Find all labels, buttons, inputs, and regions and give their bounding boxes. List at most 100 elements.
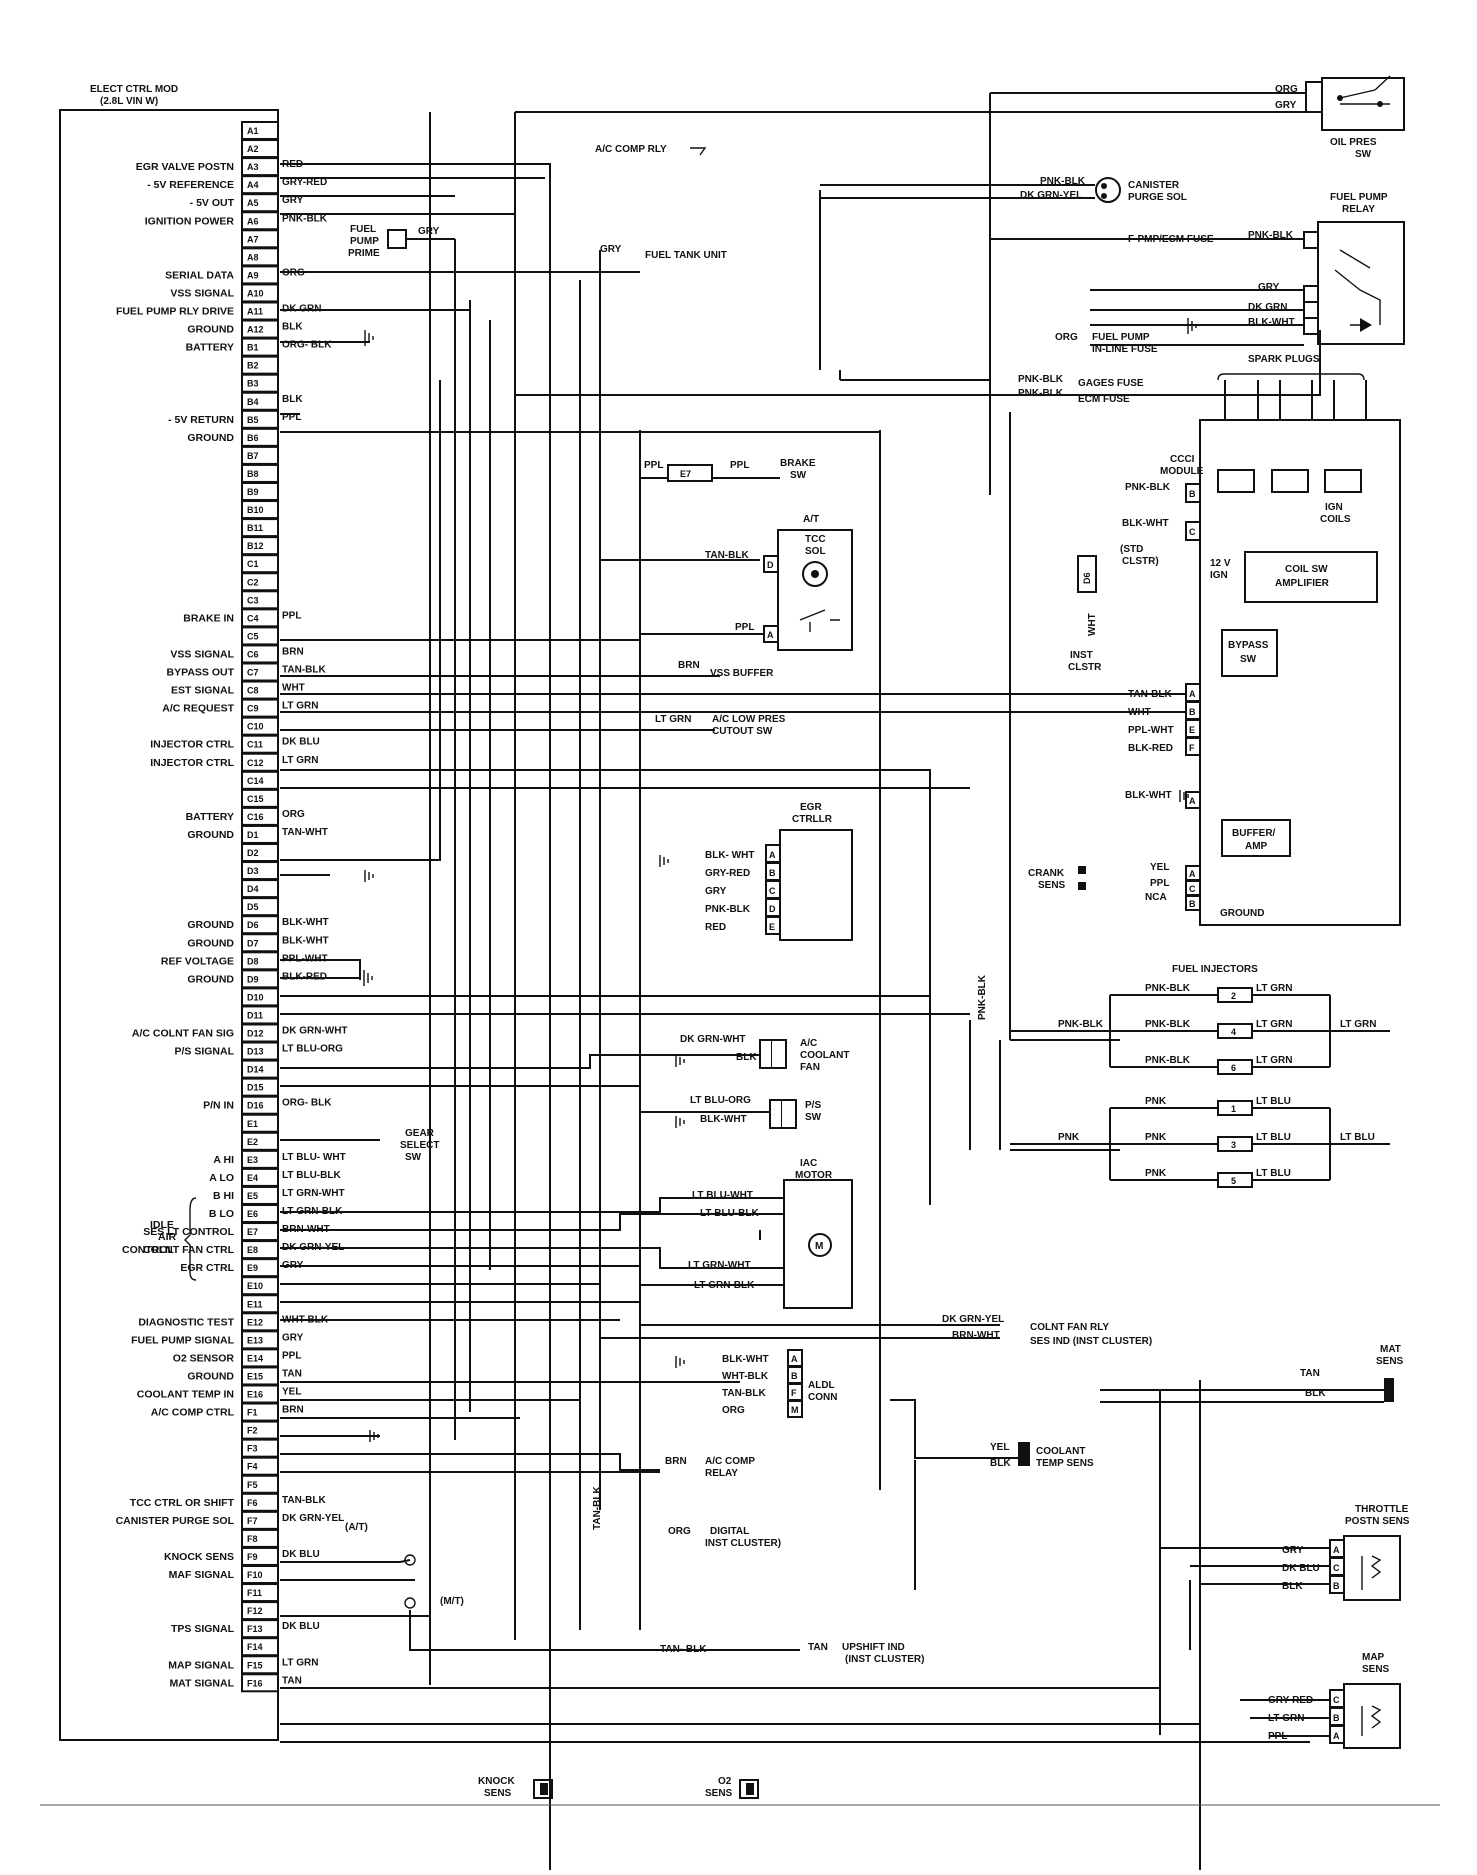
ecm-pin-box-d6 (241, 915, 279, 935)
gear-select-label-3: SW (405, 1152, 422, 1163)
ecm-pin-id: D10 (247, 992, 264, 1002)
map-pin-id: C (1333, 1695, 1340, 1705)
ecm-pin-id: F4 (247, 1462, 258, 1472)
aldl-label-2: CONN (808, 1392, 837, 1403)
ecm-pin-box-a9 (241, 265, 279, 285)
oil-org-wire: ORG (1275, 84, 1298, 95)
ecm-pin-id: D2 (247, 848, 259, 858)
ecm-pin-id: B7 (247, 451, 259, 461)
ecm-pin-label: REF VOLTAGE (161, 955, 234, 967)
ecm-pin-id: B8 (247, 469, 259, 479)
ecm-pin-label: MAF SIGNAL (169, 1569, 235, 1581)
ecm-pin-box-d15 (241, 1077, 279, 1097)
ecm-pin-id: A9 (247, 270, 259, 280)
ecm-pin-box-c16 (241, 806, 279, 826)
injector-feed: PNK-BLK (1145, 983, 1191, 994)
ecm-pin-box-f5 (241, 1474, 279, 1494)
tcc-pin-a: A (767, 630, 774, 640)
inline-fuse-label: FUEL PUMP (1092, 332, 1150, 343)
ps-sw: LT BLU-ORG BLK-WHT P/S SW (690, 1095, 822, 1129)
ccci-module: SPARK PLUGS CCCI MODULE IGN COILS B C PN… (1122, 354, 1401, 926)
ecm-pin-label: MAT SIGNAL (169, 1677, 234, 1689)
ecm-pin-box-a6 (241, 211, 279, 231)
inst-clstr: INST (1070, 650, 1093, 661)
injector-feed: PNK (1145, 1168, 1167, 1179)
ecm-pin-id: E6 (247, 1209, 258, 1219)
ecm-pin-box-f7 (241, 1510, 279, 1530)
ecm-pin-box-a1 (241, 121, 279, 140)
std-clstr: (STD (1120, 544, 1143, 555)
inst-clstr-2: CLSTR (1068, 662, 1102, 673)
ecm-pin-label: BYPASS OUT (167, 667, 235, 679)
idle-air-control-label: IDLE (150, 1219, 174, 1231)
ecm-pin-box-f11 (241, 1583, 279, 1603)
ecm-pin-box-e16 (241, 1384, 279, 1404)
ecm-pin-box-b12 (241, 536, 279, 556)
ecm-pin-box-f12 (241, 1601, 279, 1621)
ecm-pin-box-a10 (241, 283, 279, 303)
inst-d6: D6 (1082, 572, 1092, 584)
ccci-pin-b: B (1189, 489, 1196, 499)
ecm-pin-box-a11 (241, 301, 279, 321)
ccci-lower-wire: BLK-RED (1128, 743, 1173, 754)
ecm-wire-color: TAN-BLK (282, 665, 326, 676)
ecm-pin-box-d9 (241, 969, 279, 989)
ccci-pin-c: C (1189, 527, 1196, 537)
ecm-pin-id: D15 (247, 1083, 264, 1093)
ecm-pin-label: GROUND (187, 919, 234, 931)
ground-symbols (363, 318, 1197, 1442)
vss-brn: BRN (678, 660, 700, 671)
iac-w1: LT BLU-WHT (692, 1190, 753, 1201)
ecm-pin-label: GROUND (187, 1370, 234, 1382)
ecm-pin-id: E7 (247, 1227, 258, 1237)
mat-label: MAT (1380, 1344, 1401, 1355)
ecm-pin-label: EGR CTRL (180, 1262, 234, 1274)
ecm-pin-id: E13 (247, 1335, 263, 1345)
ecm-pin-id: F3 (247, 1444, 258, 1454)
ecm-pin-box-d2 (241, 843, 279, 862)
ecm-pin-box-d13 (241, 1041, 279, 1061)
ecm-pin-box-d5 (241, 897, 279, 917)
crank-sens-label-2: SENS (1038, 880, 1066, 891)
bypass-sw: BYPASS (1228, 640, 1269, 651)
ecm-pin-id: A1 (247, 126, 259, 136)
aldl-label: ALDL (808, 1380, 835, 1391)
aldl-wire: WHT-BLK (722, 1371, 769, 1382)
ac-comp-rly-label: A/C COMP RLY (595, 144, 667, 155)
ecm-pin-id: D6 (247, 920, 259, 930)
o2-sens: O2 SENS (705, 1776, 759, 1799)
ecm-pin-label: BRAKE IN (183, 612, 234, 624)
cts-blk: BLK (990, 1458, 1011, 1469)
ecm-pin-id: F11 (247, 1588, 262, 1598)
tps-wire: GRY (1282, 1545, 1304, 1556)
fpp-label-2: PUMP (350, 236, 379, 247)
ecm-pin-id: B6 (247, 433, 259, 443)
fpp-label: FUEL (350, 224, 376, 235)
ccci-lower-pin-id: A (1189, 689, 1196, 699)
ecm-pin-box-c1 (241, 554, 279, 574)
dic-label: DIGITAL (710, 1526, 749, 1537)
ecm-pin-box-c7 (241, 662, 279, 682)
egr-pin-id: C (769, 886, 776, 896)
injector-out: LT GRN (1256, 983, 1292, 994)
inj-label: FUEL INJECTORS (1172, 964, 1258, 975)
ecm-pin-label: B LO (209, 1208, 234, 1220)
aclp-label-2: CUTOUT SW (712, 726, 773, 737)
ecm-pin-box-c8 (241, 680, 279, 700)
iac-label: IAC (800, 1158, 817, 1169)
mat-sens: MAT SENS TAN BLK (1300, 1344, 1404, 1402)
aclp-label: A/C LOW PRES (712, 714, 786, 725)
gear-select-label: GEAR (405, 1128, 435, 1139)
ecm-pin-id: E12 (247, 1317, 263, 1327)
acr-label: A/C COMP (705, 1456, 755, 1467)
ecm-pin-label: EGR VALVE POSTN (136, 161, 234, 173)
ecm-pin-box-e2 (241, 1131, 279, 1151)
tcc-label-2: SOL (805, 546, 826, 557)
ecm-wire-color: PPL (282, 610, 301, 621)
ecm-pin-box-d16 (241, 1095, 279, 1115)
oil-pres-sw-label: OIL PRES (1330, 137, 1377, 148)
ecm-pin-id: C8 (247, 686, 259, 696)
ecm-pin-label: SERIAL DATA (165, 269, 234, 281)
ecm-wire-color: TAN-WHT (282, 827, 328, 838)
